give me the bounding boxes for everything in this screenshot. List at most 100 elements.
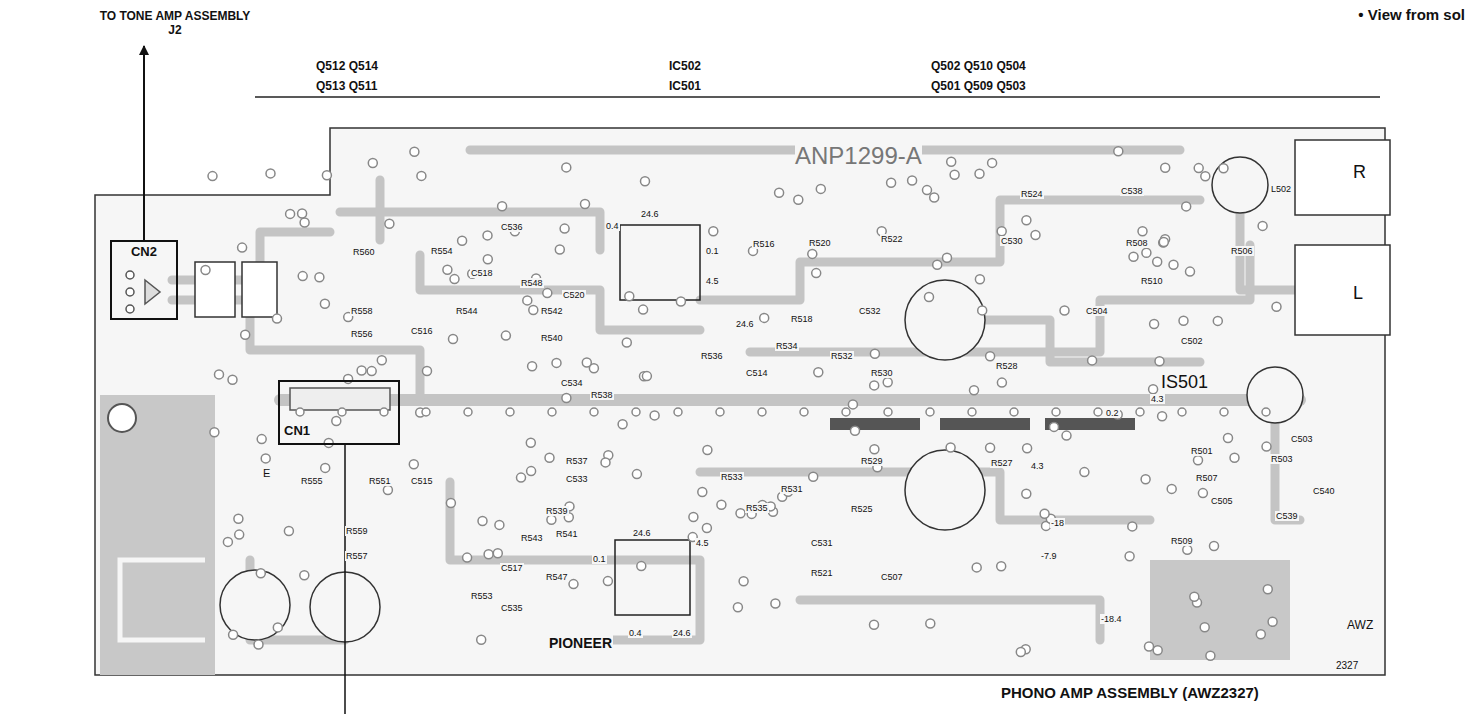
ic-outline — [615, 540, 690, 615]
mounting-hole — [108, 404, 136, 432]
part-reference: C515 — [410, 476, 434, 486]
solder-pad — [716, 408, 724, 416]
part-reference: R525 — [850, 504, 874, 514]
electrolytic-capacitor — [220, 570, 290, 640]
solder-pad — [1262, 442, 1271, 451]
label-anchor: R541 — [555, 523, 579, 541]
part-reference: R509 — [1170, 536, 1194, 546]
solder-pad — [1060, 306, 1069, 315]
solder-pad — [1062, 431, 1071, 440]
solder-pad — [808, 249, 817, 258]
label-anchor: Q501 Q509 Q503 — [930, 76, 1027, 94]
part-reference: R529 — [860, 456, 884, 466]
part-list: Q501 Q509 Q503 — [930, 80, 1027, 94]
solder-pad — [1016, 648, 1025, 657]
part-reference: R558 — [350, 306, 374, 316]
solder-pad — [1128, 522, 1137, 531]
solder-pad — [266, 169, 275, 178]
solder-pad — [884, 408, 892, 416]
label-anchor: R521 — [810, 562, 834, 580]
label-anchor: C530 — [1000, 230, 1024, 248]
label-anchor: IC501 — [668, 76, 702, 94]
solder-pad — [943, 253, 952, 262]
part-reference: C517 — [500, 563, 524, 573]
solder-pad — [464, 408, 472, 416]
solder-pad — [590, 408, 598, 416]
connector-box: CN2 — [110, 240, 178, 320]
solder-pad — [1161, 163, 1170, 172]
solder-pad — [1149, 385, 1158, 394]
label-anchor: AWZ — [1346, 615, 1374, 633]
label-anchor: C536 — [500, 216, 524, 234]
label-anchor: PIONEER — [548, 634, 613, 652]
part-reference: C514 — [745, 368, 769, 378]
solder-pad — [717, 500, 726, 509]
solder-pad — [930, 193, 939, 202]
solder-pad — [228, 375, 237, 384]
part-reference: C530 — [1000, 236, 1024, 246]
label-anchor: R553 — [470, 585, 494, 603]
solder-pad — [410, 147, 419, 156]
voltage-value: 24.6 — [735, 319, 755, 329]
solder-pad — [1213, 316, 1222, 325]
solder-pad — [986, 443, 995, 452]
solder-pad — [477, 635, 486, 644]
solder-pad — [458, 236, 467, 245]
solder-pad — [1153, 646, 1162, 655]
view-note: • View from sol — [1357, 6, 1466, 23]
solder-pad — [560, 224, 569, 233]
part-reference: R555 — [300, 476, 324, 486]
solder-pad — [344, 374, 353, 383]
label-anchor: R551 — [368, 470, 392, 488]
connector-arrow — [143, 46, 145, 240]
brand-mark: PIONEER — [548, 635, 613, 651]
solder-pad — [495, 520, 504, 529]
solder-pad — [1040, 509, 1049, 518]
label-anchor: R528 — [995, 355, 1019, 373]
label-anchor: R548 — [520, 272, 544, 290]
channel-mark: R — [1352, 162, 1367, 183]
part-reference: C520 — [562, 290, 586, 300]
board-mark: 2327 — [1335, 660, 1359, 672]
part-reference: R537 — [565, 456, 589, 466]
label-anchor: R540 — [540, 327, 564, 345]
solder-pad — [1262, 408, 1270, 416]
solder-pad — [523, 296, 532, 305]
solder-pad — [1022, 216, 1031, 225]
label-anchor: L502 — [1270, 178, 1292, 196]
label-anchor: R538 — [590, 384, 614, 402]
solder-pad — [581, 200, 590, 209]
label-anchor: R556 — [350, 323, 374, 341]
voltage-value: 24.6 — [672, 628, 692, 638]
solder-pad — [997, 562, 1006, 571]
label-anchor: R533 — [720, 466, 744, 484]
label-anchor: 4.5 — [695, 532, 710, 550]
part-reference: C538 — [1120, 186, 1144, 196]
solder-pad — [1159, 238, 1168, 247]
solder-pad — [1142, 248, 1151, 257]
label-anchor: R543 — [520, 527, 544, 545]
solder-pad — [380, 408, 388, 416]
solder-pad — [1198, 489, 1207, 498]
solder-pad — [1200, 623, 1209, 632]
label-anchor: R534 — [775, 335, 799, 353]
solder-pad — [210, 428, 219, 437]
solder-pad — [254, 640, 263, 649]
solder-pad — [703, 446, 712, 455]
solder-pad — [383, 486, 392, 495]
part-reference: R542 — [540, 306, 564, 316]
part-reference: R535 — [745, 503, 769, 513]
solder-pad — [257, 435, 266, 444]
part-reference: R521 — [810, 568, 834, 578]
part-reference: R522 — [880, 234, 904, 244]
voltage-value: 0.4 — [605, 221, 620, 231]
label-anchor: C538 — [1120, 180, 1144, 198]
label-anchor: R516 — [752, 233, 776, 251]
label-anchor: C539 — [1275, 505, 1299, 523]
label-anchor: 4.5 — [705, 270, 720, 288]
solder-pad — [1031, 231, 1040, 240]
solder-pad — [1220, 408, 1228, 416]
solder-pad — [483, 255, 492, 264]
